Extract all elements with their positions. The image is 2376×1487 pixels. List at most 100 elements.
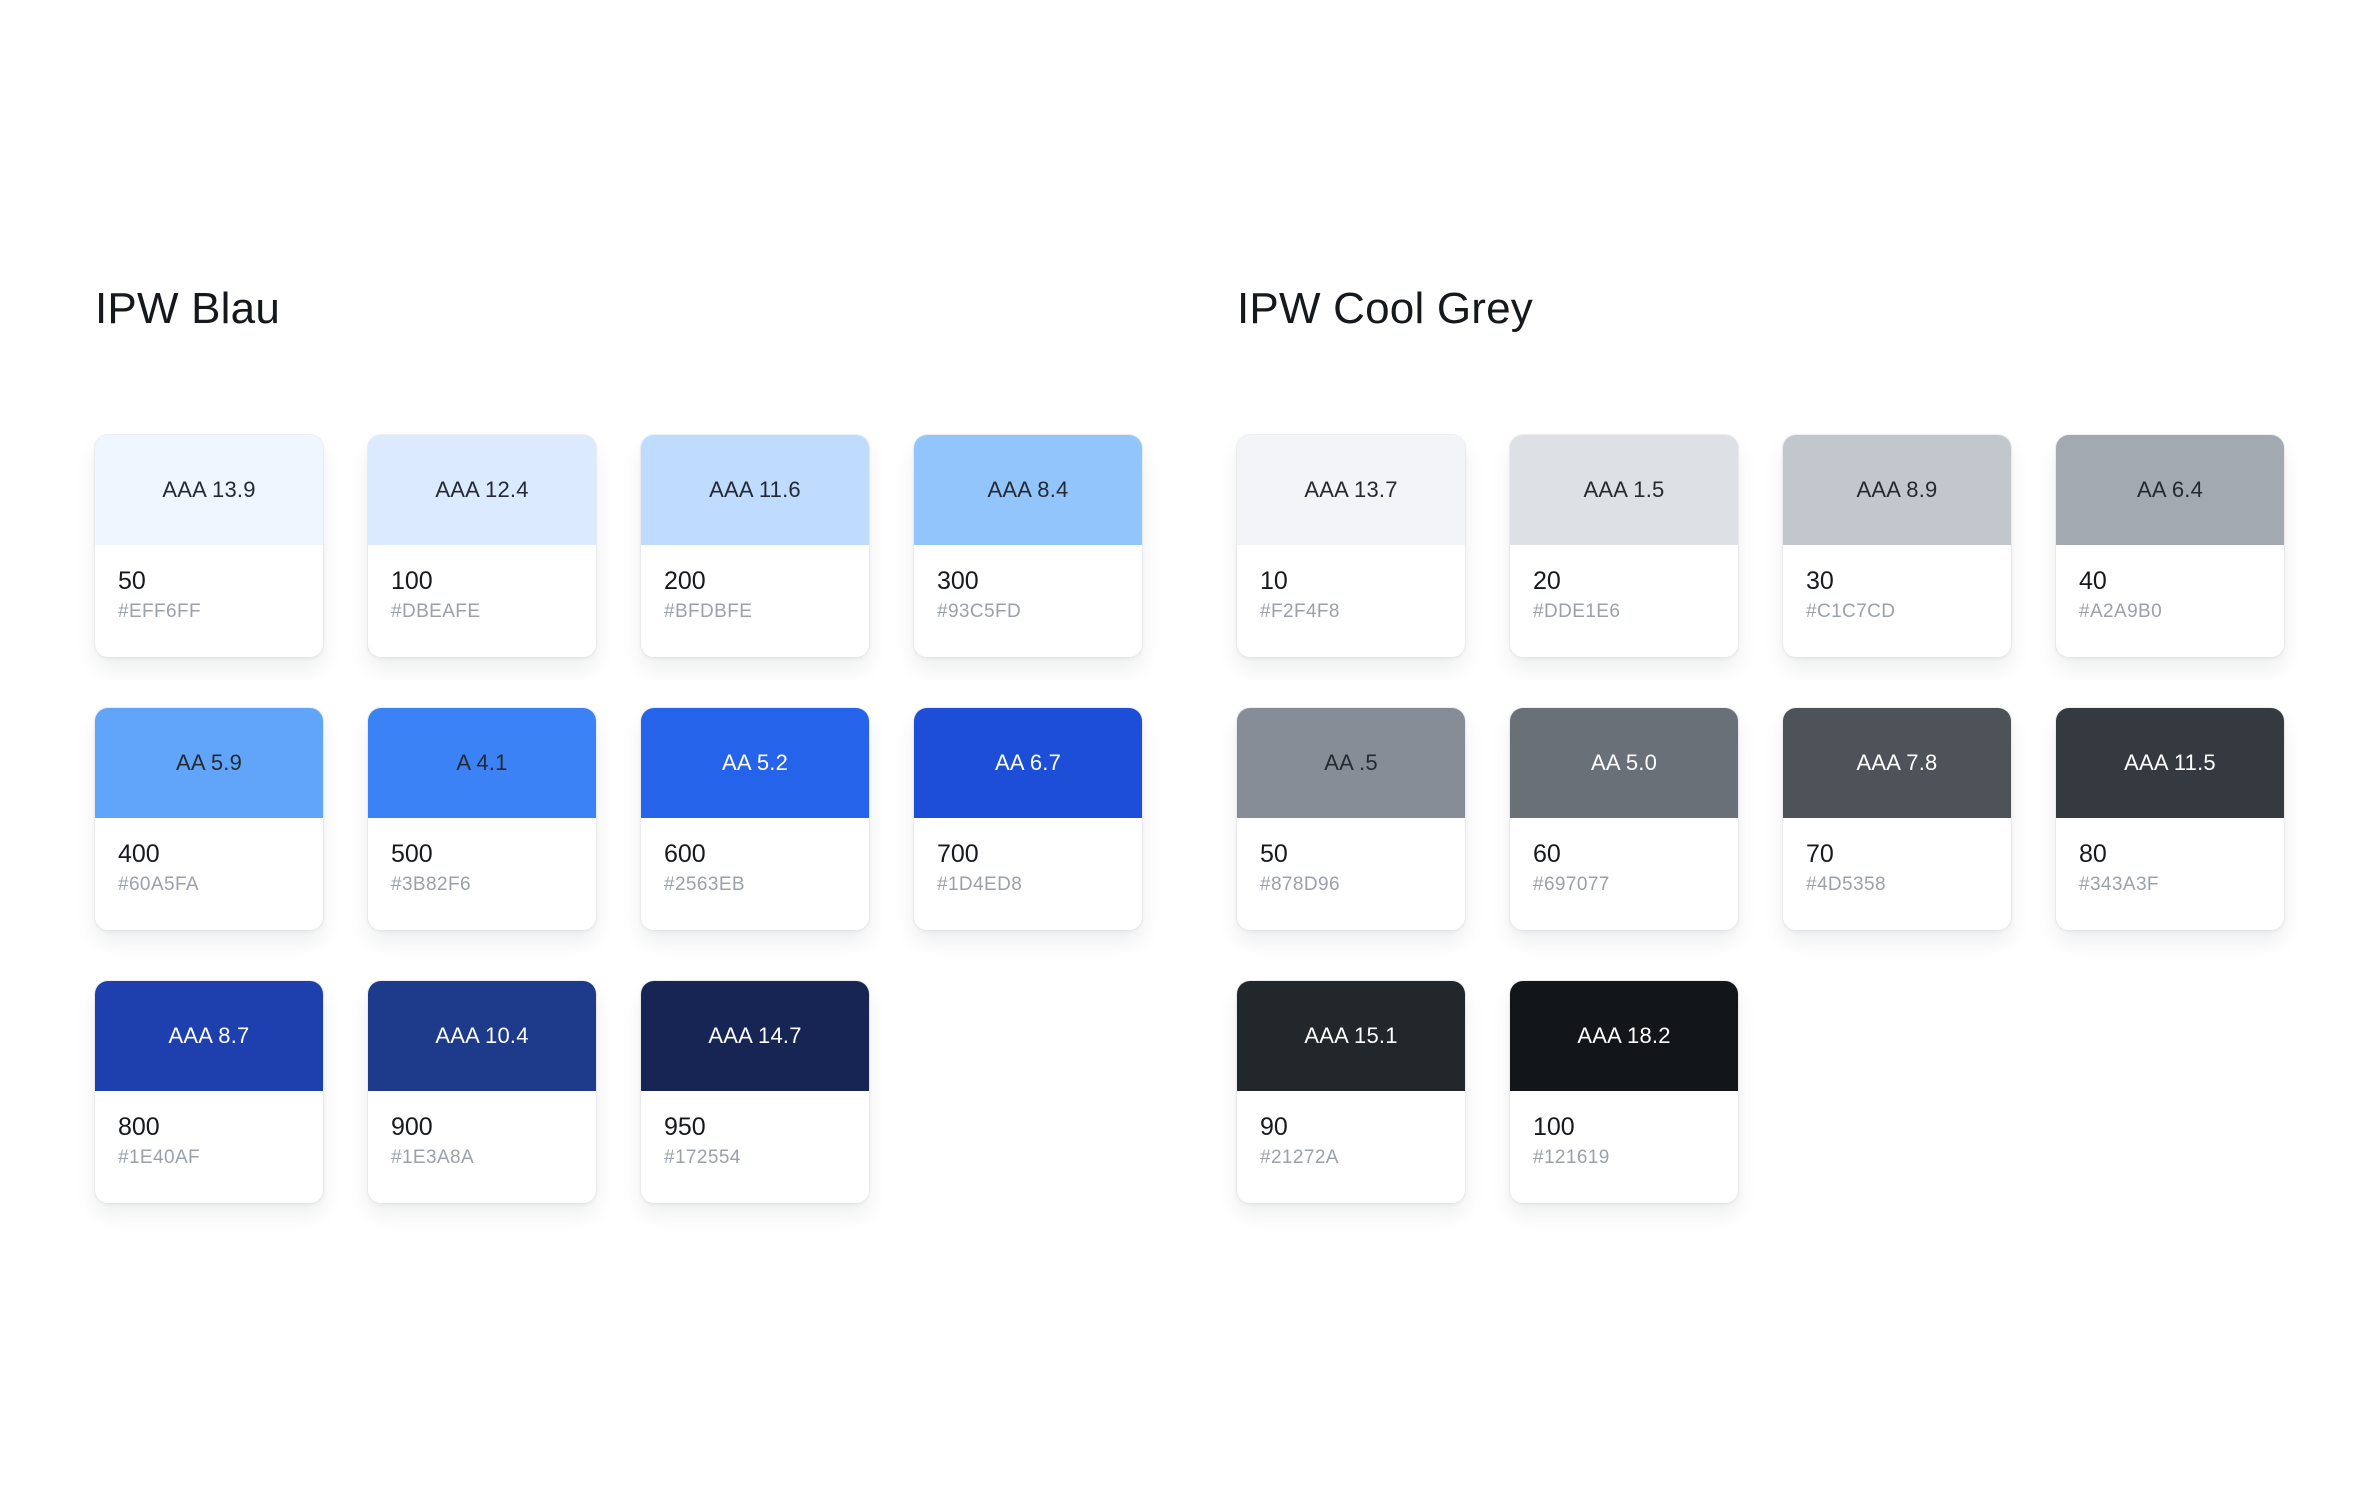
swatch-card: AAA 12.4 100 #DBEAFE: [368, 435, 596, 657]
hex-value: #3B82F6: [391, 874, 471, 895]
swatch-color-header: AA 5.0: [1510, 708, 1738, 818]
swatch-card: AAA 1.5 20 #DDE1E6: [1510, 435, 1738, 657]
swatch-card: AAA 15.1 90 #21272A: [1237, 981, 1465, 1203]
scale-number: 900: [391, 1113, 433, 1141]
swatch-card: AAA 8.4 300 #93C5FD: [914, 435, 1142, 657]
swatch-color-header: AA 5.9: [95, 708, 323, 818]
contrast-label: AAA 15.1: [1304, 1023, 1398, 1048]
swatch-color-header: AAA 13.7: [1237, 435, 1465, 545]
contrast-label: AAA 8.7: [168, 1023, 250, 1048]
swatch-grid: AAA 13.7 10 #F2F4F8 AAA 1.5 20 #DDE1E6 A…: [1237, 435, 2284, 1203]
contrast-label: A 4.1: [456, 750, 508, 775]
contrast-label: AA 5.0: [1590, 750, 1658, 775]
swatch-card: AAA 8.7 800 #1E40AF: [95, 981, 323, 1203]
scale-number: 60: [1533, 840, 1561, 868]
scale-number: 500: [391, 840, 433, 868]
swatch-color-header: AAA 18.2: [1510, 981, 1738, 1091]
swatch-card: AAA 7.8 70 #4D5358: [1783, 708, 2011, 930]
swatch-card: AA 5.2 600 #2563EB: [641, 708, 869, 930]
swatch-body: 50 #878D96: [1237, 818, 1465, 930]
swatch-card: AAA 13.7 10 #F2F4F8: [1237, 435, 1465, 657]
contrast-label: AA 5.2: [721, 750, 789, 775]
contrast-label: AAA 8.9: [1856, 477, 1938, 502]
scale-number: 70: [1806, 840, 1834, 868]
swatch-body: 800 #1E40AF: [95, 1091, 323, 1203]
swatch-body: 950 #172554: [641, 1091, 869, 1203]
hex-value: #BFDBFE: [664, 601, 753, 622]
hex-value: #F2F4F8: [1260, 601, 1340, 622]
contrast-label: AAA 13.7: [1304, 477, 1398, 502]
scale-number: 30: [1806, 567, 1834, 595]
palette-section-ipw-cool-grey: IPW Cool Grey AAA 13.7 10 #F2F4F8 AAA 1.…: [1237, 283, 2284, 1203]
swatch-color-header: AAA 8.7: [95, 981, 323, 1091]
swatch-color-header: AAA 13.9: [95, 435, 323, 545]
scale-number: 90: [1260, 1113, 1288, 1141]
contrast-label: AAA 1.5: [1583, 477, 1665, 502]
hex-value: #4D5358: [1806, 874, 1886, 895]
swatch-card: AAA 18.2 100 #121619: [1510, 981, 1738, 1203]
scale-number: 80: [2079, 840, 2107, 868]
scale-number: 600: [664, 840, 706, 868]
swatch-body: 70 #4D5358: [1783, 818, 2011, 930]
hex-value: #2563EB: [664, 874, 745, 895]
swatch-card: AAA 8.9 30 #C1C7CD: [1783, 435, 2011, 657]
swatch-card: AA .5 50 #878D96: [1237, 708, 1465, 930]
hex-value: #1D4ED8: [937, 874, 1023, 895]
swatch-color-header: AAA 14.7: [641, 981, 869, 1091]
swatch-color-header: AAA 1.5: [1510, 435, 1738, 545]
swatch-color-header: AAA 15.1: [1237, 981, 1465, 1091]
scale-number: 40: [2079, 567, 2107, 595]
hex-value: #121619: [1533, 1147, 1610, 1168]
palette-title: IPW Blau: [95, 284, 280, 333]
scale-number: 400: [118, 840, 160, 868]
contrast-label: AAA 14.7: [708, 1023, 802, 1048]
hex-value: #172554: [664, 1147, 741, 1168]
swatch-card: AA 6.4 40 #A2A9B0: [2056, 435, 2284, 657]
swatch-body: 400 #60A5FA: [95, 818, 323, 930]
scale-number: 50: [1260, 840, 1288, 868]
contrast-label: AAA 13.9: [162, 477, 256, 502]
scale-number: 100: [391, 567, 433, 595]
hex-value: #60A5FA: [118, 874, 199, 895]
hex-value: #DBEAFE: [391, 601, 481, 622]
hex-value: #1E40AF: [118, 1147, 201, 1168]
hex-value: #1E3A8A: [391, 1147, 475, 1168]
contrast-label: AAA 10.4: [435, 1023, 529, 1048]
hex-value: #A2A9B0: [2079, 601, 2163, 622]
swatch-body: 100 #121619: [1510, 1091, 1738, 1203]
swatch-card: AAA 10.4 900 #1E3A8A: [368, 981, 596, 1203]
swatch-body: 80 #343A3F: [2056, 818, 2284, 930]
swatch-card: A 4.1 500 #3B82F6: [368, 708, 596, 930]
swatch-body: 100 #DBEAFE: [368, 545, 596, 657]
scale-number: 700: [937, 840, 979, 868]
swatch-grid: AAA 13.9 50 #EFF6FF AAA 12.4 100 #DBEAFE…: [95, 435, 1142, 1203]
scale-number: 20: [1533, 567, 1561, 595]
scale-number: 50: [118, 567, 146, 595]
swatch-card: AAA 11.5 80 #343A3F: [2056, 708, 2284, 930]
hex-value: #93C5FD: [937, 601, 1022, 622]
contrast-label: AA 6.4: [2136, 477, 2204, 502]
swatch-body: 30 #C1C7CD: [1783, 545, 2011, 657]
swatch-card: AA 5.0 60 #697077: [1510, 708, 1738, 930]
swatch-color-header: AAA 12.4: [368, 435, 596, 545]
swatch-color-header: AA 6.7: [914, 708, 1142, 818]
swatch-card: AAA 14.7 950 #172554: [641, 981, 869, 1203]
scale-number: 800: [118, 1113, 160, 1141]
swatch-body: 50 #EFF6FF: [95, 545, 323, 657]
hex-value: #EFF6FF: [118, 601, 202, 622]
contrast-label: AAA 12.4: [435, 477, 529, 502]
scale-number: 200: [664, 567, 706, 595]
swatch-color-header: A 4.1: [368, 708, 596, 818]
swatch-body: 200 #BFDBFE: [641, 545, 869, 657]
scale-number: 300: [937, 567, 979, 595]
swatch-color-header: AA .5: [1237, 708, 1465, 818]
scale-number: 10: [1260, 567, 1288, 595]
hex-value: #C1C7CD: [1806, 601, 1896, 622]
swatch-color-header: AAA 8.9: [1783, 435, 2011, 545]
hex-value: #697077: [1533, 874, 1610, 895]
swatch-body: 40 #A2A9B0: [2056, 545, 2284, 657]
swatch-body: 600 #2563EB: [641, 818, 869, 930]
contrast-label: AAA 7.8: [1856, 750, 1938, 775]
palette-sections: IPW Blau AAA 13.9 50 #EFF6FF AAA 12.4 10…: [95, 283, 2284, 1203]
swatch-body: 60 #697077: [1510, 818, 1738, 930]
